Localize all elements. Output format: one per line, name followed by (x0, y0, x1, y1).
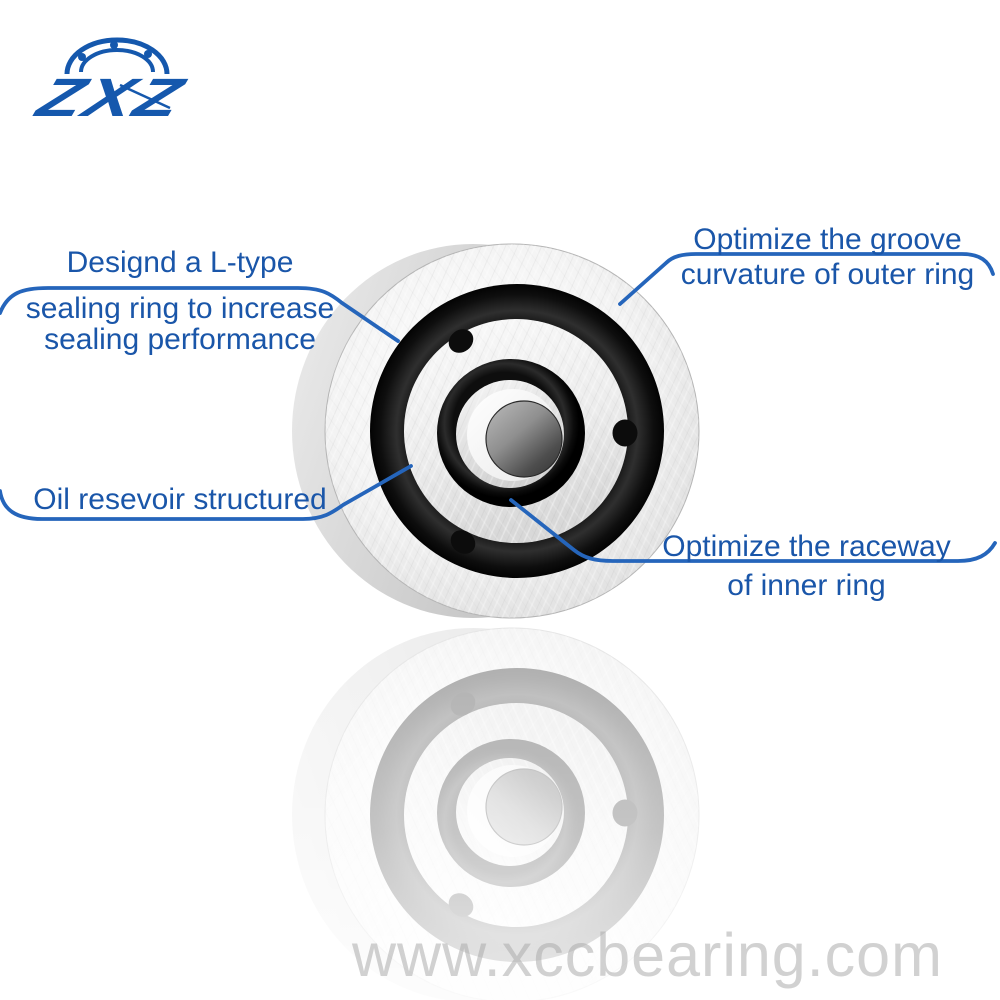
leader-lines (0, 252, 997, 563)
bearing-bore-wall (485, 400, 563, 478)
reflection-fade (255, 624, 735, 1000)
logo-text: ZXZ (28, 67, 193, 127)
annotation-groove-line-2: curvature of outer ring (680, 258, 975, 291)
annotation-raceway-line-2: of inner ring (727, 569, 886, 602)
leader-line-oil (0, 464, 413, 521)
bearing-arc-icon (64, 37, 170, 75)
bearing-photo (292, 243, 700, 619)
arc-dot-icon (110, 41, 118, 49)
leader-line-raceway (509, 498, 997, 563)
annotation-raceway-line-1: Optimize the raceway (662, 530, 951, 563)
bearing-arc-icon (79, 48, 155, 73)
watermark: www.xccbearing.com (352, 921, 943, 989)
annotation-seal-line-1: Designd a L-type (66, 246, 294, 279)
bearing-hole (448, 329, 474, 353)
leader-line-groove (618, 252, 995, 306)
arc-dot-icon (144, 50, 152, 58)
annotation-seal-line-3: sealing performance (44, 323, 316, 356)
arc-dot-icon (78, 53, 86, 61)
annotation-oil-line-1: Oil resevoir structured (33, 483, 327, 516)
annotation-seal-line-2: sealing ring to increase (25, 292, 335, 325)
company-logo: ZXZ (28, 37, 193, 127)
logo-tail-stroke (119, 83, 171, 110)
bearing-hole (612, 419, 638, 447)
leader-line-seal (0, 286, 400, 343)
annotation-groove-line-1: Optimize the groove (693, 223, 962, 256)
bearing-hole (450, 530, 476, 554)
